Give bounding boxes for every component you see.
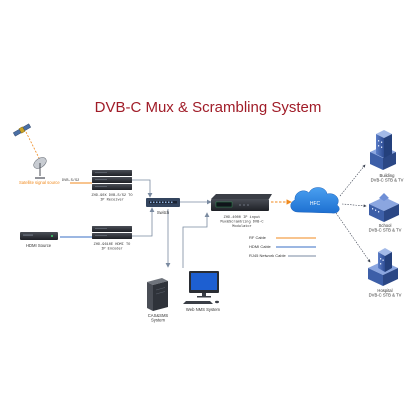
hospital-label-1: Hospital xyxy=(377,288,392,293)
modulator-label-1: ZHD-4000 IP input xyxy=(224,215,261,220)
modulator-device xyxy=(211,194,272,211)
ip-receiver-device xyxy=(92,170,132,190)
ip-encoder-label-2: IP Encoder xyxy=(101,247,123,252)
dish-icon xyxy=(33,157,47,179)
school-building-icon xyxy=(369,193,399,222)
building-icon xyxy=(370,130,396,170)
satellite-source-label: Satellite signal source xyxy=(19,180,60,185)
legend-hdmi-label: HDMI Cable xyxy=(249,244,272,249)
legend-rj45-label: RJ45 Network Cable xyxy=(249,253,286,258)
building-label-2: DVB-C STB & TV xyxy=(371,178,404,183)
legend: RF Cable HDMI Cable RJ45 Network Cable xyxy=(249,235,316,258)
hospital-building-icon xyxy=(368,248,398,286)
hospital-label-2: DVB-C STB & TV xyxy=(369,293,402,298)
hfc-label: HFC xyxy=(310,201,321,207)
net-line-nms-modulator xyxy=(182,212,210,268)
hfc-link-building xyxy=(339,164,366,197)
server-icon xyxy=(147,278,168,311)
school-label-2: DVB-C STB & TV xyxy=(369,228,402,233)
cloud-icon xyxy=(290,187,340,214)
dvbs2-tag: DVB-S/S2 xyxy=(62,178,79,183)
monitor-icon xyxy=(183,271,219,304)
hdmi-source-label: HDMI Source xyxy=(26,243,52,248)
modulator-label-3: Modulator xyxy=(232,224,251,229)
diagram-title: DVB-C Mux & Scrambling System xyxy=(95,99,322,116)
satellite-link xyxy=(25,131,41,161)
ip-receiver-label-2: IP Receiver xyxy=(100,198,124,203)
modulator-label-2: Mux&Scrambling DVB-C xyxy=(220,220,263,225)
net-line-receiver-switch xyxy=(130,179,153,198)
cas-label-1: CAS&SMS xyxy=(148,313,169,318)
school-label-1: School xyxy=(379,223,392,228)
legend-rf-label: RF Cable xyxy=(249,235,267,240)
hdmi-source-icon xyxy=(20,232,58,240)
ip-receiver-label-1: ZHD-90X DVB-S/S2 TO xyxy=(92,193,133,198)
cas-label-2: System xyxy=(151,318,165,323)
building-label-1: Building xyxy=(380,173,396,178)
switch-icon xyxy=(146,198,180,207)
nms-label: Web NMS System xyxy=(186,307,221,312)
hfc-link-hospital xyxy=(335,212,371,263)
ip-encoder-label-1: ZHD-9610E HDMI TO xyxy=(94,243,131,247)
net-line-encoder-switch xyxy=(130,207,155,237)
ip-encoder-device xyxy=(92,226,132,239)
switch-label: Switch xyxy=(157,210,170,215)
satellite-icon xyxy=(12,123,32,137)
hfc-link-school xyxy=(341,203,367,208)
